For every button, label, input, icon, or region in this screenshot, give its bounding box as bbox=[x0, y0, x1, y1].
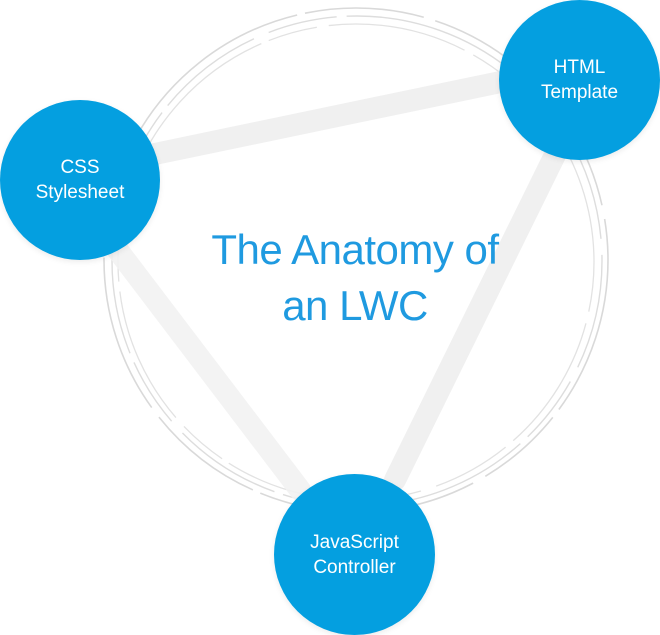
title-line-1: The Anatomy of bbox=[211, 226, 499, 273]
node-js-line-2: Controller bbox=[313, 556, 396, 578]
node-html-line-1: HTML bbox=[553, 57, 606, 78]
diagram-title: The Anatomy of an LWC bbox=[150, 222, 560, 334]
connector-css-html bbox=[139, 69, 521, 166]
connector-html-js bbox=[384, 144, 566, 491]
connector-css-js bbox=[99, 229, 311, 501]
title-line-2: an LWC bbox=[282, 282, 428, 329]
node-css-stylesheet: CSS Stylesheet bbox=[0, 100, 160, 260]
node-html-template: HTML Template bbox=[499, 0, 660, 160]
node-css-line-1: CSS bbox=[60, 157, 100, 178]
connector-bands bbox=[99, 69, 566, 501]
node-js-line-1: JavaScript bbox=[310, 531, 399, 553]
node-html-line-2: Template bbox=[540, 82, 619, 103]
node-javascript-controller: JavaScript Controller bbox=[274, 474, 435, 635]
node-css-line-2: Stylesheet bbox=[35, 182, 125, 203]
